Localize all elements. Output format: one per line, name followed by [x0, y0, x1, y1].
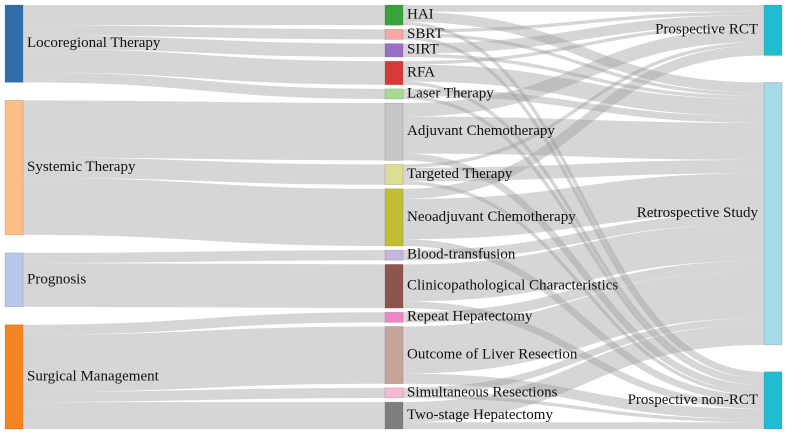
- link-rfa-to-retrospective: [402, 64, 765, 117]
- link-adjuvant-to-prospective_rct: [402, 28, 765, 117]
- node-label-outcome: Outcome of Liver Resection: [407, 347, 578, 363]
- node-prospective_rct: [763, 4, 783, 56]
- link-laser-to-retrospective: [402, 88, 765, 123]
- link-simultaneous-to-retrospective: [402, 317, 765, 395]
- nodes-layer: [4, 4, 783, 430]
- link-twostage-to-retrospective: [402, 324, 765, 423]
- link-neoadjuvant-to-retrospective: [402, 173, 765, 240]
- node-repeat: [384, 311, 404, 323]
- link-targeted-to-retrospective: [402, 159, 765, 182]
- node-label-hai: HAI: [407, 7, 434, 23]
- link-locoregional-to-rfa: [22, 48, 386, 85]
- link-simultaneous-to-prospective_nonrct: [402, 394, 765, 423]
- link-systemic-to-adjuvant: [22, 100, 386, 161]
- node-retrospective: [763, 82, 783, 346]
- node-outcome: [384, 326, 404, 384]
- link-blood-to-retrospective: [402, 213, 765, 261]
- node-label-adjuvant: Adjuvant Chemotherapy: [407, 123, 555, 139]
- link-locoregional-to-laser: [22, 72, 386, 99]
- link-rfa-to-prospective_rct: [402, 25, 765, 65]
- node-label-sbrt: SBRT: [407, 26, 444, 42]
- link-hai-to-prospective_nonrct: [402, 21, 765, 376]
- link-surgical-to-outcome: [22, 326, 386, 392]
- link-systemic-to-targeted: [22, 157, 386, 185]
- node-label-prospective_rct: Prospective RCT: [655, 22, 758, 38]
- link-targeted-to-prospective_nonrct: [402, 181, 765, 396]
- node-blood: [384, 249, 404, 261]
- link-clinico-to-prospective_nonrct: [402, 301, 765, 409]
- link-systemic-to-neoadjuvant: [22, 177, 386, 246]
- node-label-prospective_nonrct: Prospective non-RCT: [628, 392, 758, 408]
- node-label-clinico: Clinicopathological Characteristics: [407, 278, 618, 294]
- node-clinico: [384, 264, 404, 309]
- node-prospective_nonrct: [763, 371, 783, 430]
- node-label-systemic: Systemic Therapy: [27, 159, 136, 175]
- link-adjuvant-to-prospective_nonrct: [402, 153, 765, 392]
- node-label-simultaneous: Simultaneous Resections: [407, 384, 558, 400]
- node-sirt: [384, 43, 404, 58]
- node-label-blood: Blood-transfusion: [407, 247, 516, 263]
- node-label-prognosis: Prognosis: [27, 271, 86, 287]
- link-outcome-to-retrospective: [402, 270, 765, 374]
- link-laser-to-prospective_nonrct: [402, 95, 765, 386]
- node-label-retrospective: Retrospective Study: [637, 205, 759, 221]
- node-label-sirt: SIRT: [407, 42, 439, 58]
- node-label-targeted: Targeted Therapy: [407, 166, 513, 182]
- node-rfa: [384, 60, 404, 86]
- link-rfa-to-prospective_nonrct: [402, 81, 765, 382]
- link-prognosis-to-clinico: [22, 263, 386, 309]
- node-label-laser: Laser Therapy: [407, 85, 494, 101]
- node-sbrt: [384, 29, 404, 40]
- node-prognosis: [4, 252, 24, 308]
- node-label-repeat: Repeat Hepatectomy: [407, 309, 533, 325]
- link-sbrt-to-prospective_nonrct: [402, 36, 765, 379]
- node-label-surgical: Surgical Management: [27, 368, 160, 384]
- link-targeted-to-prospective_rct: [402, 41, 765, 168]
- node-label-neoadjuvant: Neoadjuvant Chemotherapy: [407, 209, 576, 225]
- link-clinico-to-retrospective: [402, 223, 765, 302]
- node-adjuvant: [384, 102, 404, 161]
- link-repeat-to-retrospective: [402, 260, 765, 323]
- node-laser: [384, 88, 404, 100]
- node-systemic: [4, 100, 24, 236]
- link-neoadjuvant-to-prospective_nonrct: [402, 239, 765, 403]
- node-label-twostage: Two-stage Hepatectomy: [407, 407, 553, 423]
- node-locoregional: [4, 4, 24, 83]
- node-surgical: [4, 324, 24, 430]
- node-targeted: [384, 164, 404, 185]
- link-sirt-to-prospective_rct: [402, 15, 765, 54]
- node-label-rfa: RFA: [407, 64, 435, 80]
- node-hai: [384, 4, 404, 26]
- link-surgical-to-repeat: [22, 312, 386, 335]
- link-sbrt-to-prospective_rct: [402, 11, 765, 33]
- links-layer: [22, 4, 765, 429]
- link-outcome-to-prospective_nonrct: [402, 373, 765, 419]
- link-neoadjuvant-to-prospective_rct: [402, 45, 765, 199]
- link-locoregional-to-sirt: [22, 35, 386, 58]
- node-label-locoregional: Locoregional Therapy: [27, 35, 161, 51]
- node-neoadjuvant: [384, 188, 404, 247]
- link-adjuvant-to-retrospective: [402, 116, 765, 160]
- link-hai-to-retrospective: [402, 11, 765, 93]
- node-twostage: [384, 401, 404, 430]
- link-sbrt-to-retrospective: [402, 32, 765, 96]
- link-locoregional-to-sbrt: [22, 25, 386, 40]
- link-sirt-to-retrospective: [402, 53, 765, 100]
- link-prognosis-to-blood: [22, 250, 386, 264]
- node-simultaneous: [384, 387, 404, 399]
- link-surgical-to-simultaneous: [22, 387, 386, 403]
